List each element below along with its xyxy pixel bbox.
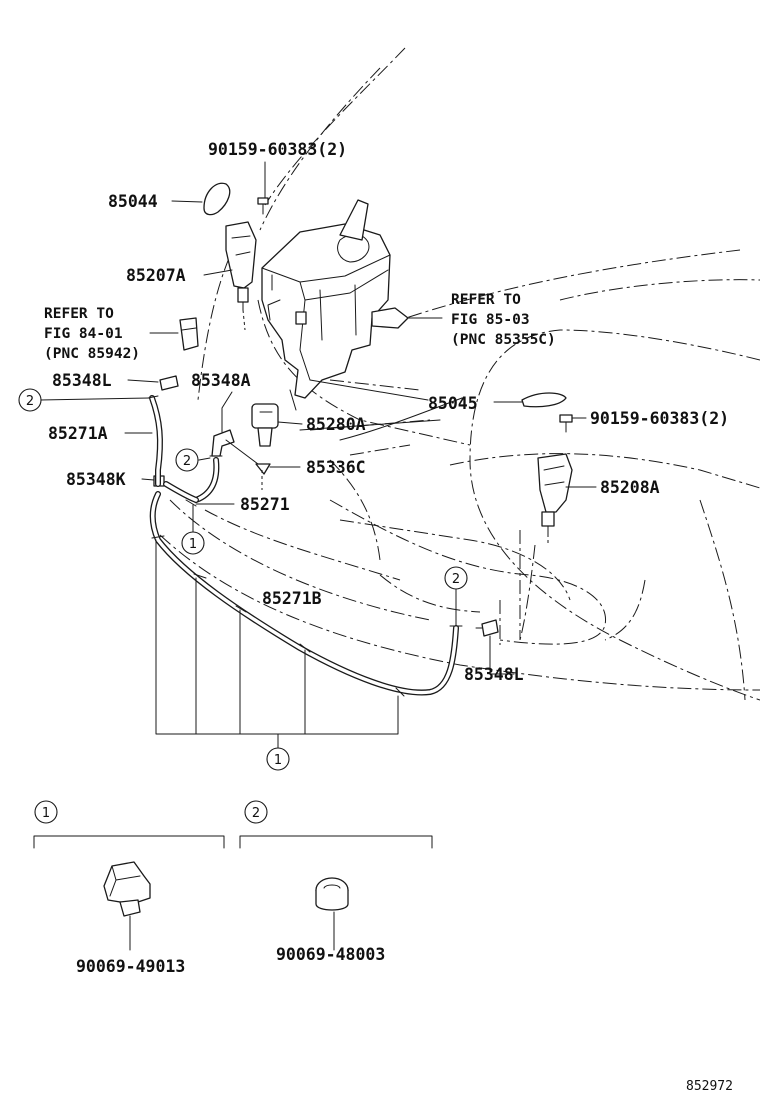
detail-legend-clip: 1 90069-49013: [33, 800, 225, 976]
screw-right: [559, 414, 573, 433]
clip-callout-bracket: [155, 504, 399, 749]
svg-text:2: 2: [26, 394, 34, 409]
label-90069-49013: 90069-49013: [76, 957, 185, 976]
connector-bracket: [179, 317, 199, 351]
label-refer1-line2: FIG 84-01: [44, 326, 123, 342]
headlamp-washer-cover-left: [203, 182, 231, 216]
washer-tank: [261, 199, 409, 411]
label-85044: 85044: [108, 192, 158, 211]
hose-clips: [147, 395, 463, 697]
label-85348K: 85348K: [66, 470, 126, 489]
label-85045: 85045: [428, 394, 478, 413]
callout-2-left: 2: [18, 388, 42, 412]
label-85336C: 85336C: [306, 458, 366, 477]
headlamp-washer-actuator-left: [225, 221, 257, 311]
figure-number: 852972: [686, 1079, 733, 1094]
callout-1-mid: 1: [181, 531, 205, 555]
label-refer2-line1: REFER TO: [451, 292, 521, 308]
label-85271A: 85271A: [48, 424, 108, 443]
label-refer2-line2: FIG 85-03: [451, 312, 530, 328]
joint-bottom-right: [475, 619, 499, 637]
leader-lines: [39, 161, 597, 675]
pump-grommet: [255, 463, 271, 475]
label-90069-48003: 90069-48003: [276, 945, 385, 964]
label-90159-right: 90159-60383(2): [590, 409, 729, 428]
legend-callout-2: 2: [252, 806, 260, 821]
screw-top: [257, 197, 269, 215]
svg-text:1: 1: [189, 537, 197, 552]
svg-text:2: 2: [183, 454, 191, 469]
part-labels: 90159-60383(2) 85044 85207A REFER TO FIG…: [44, 140, 729, 684]
svg-text:2: 2: [452, 572, 460, 587]
label-85280A: 85280A: [306, 415, 366, 434]
legend-callout-1: 1: [42, 806, 50, 821]
label-refer2-line3: (PNC 85355C): [451, 332, 556, 348]
label-85271: 85271: [240, 495, 290, 514]
label-85348L-bottom: 85348L: [464, 665, 524, 684]
svg-text:1: 1: [274, 753, 282, 768]
label-85207A: 85207A: [126, 266, 186, 285]
joint-top-left: [159, 375, 179, 391]
callout-markers: 2 2 1 2 1: [18, 388, 468, 771]
label-refer1-line1: REFER TO: [44, 306, 114, 322]
washer-pump: [251, 403, 279, 447]
label-85208A: 85208A: [600, 478, 660, 497]
callout-2-right: 2: [444, 566, 468, 590]
callout-2-mid: 2: [175, 448, 199, 472]
detail-legend-clamp: 2 90069-48003: [239, 800, 433, 964]
label-85348A: 85348A: [191, 371, 251, 390]
headlamp-washer-cover-right: [521, 392, 567, 408]
label-90159-top: 90159-60383(2): [208, 140, 347, 159]
label-85348L-top: 85348L: [52, 371, 112, 390]
label-85271B: 85271B: [262, 589, 322, 608]
label-refer1-line3: (PNC 85942): [44, 346, 140, 362]
callout-1-bottom: 1: [266, 747, 290, 771]
headlamp-washer-actuator-right: [537, 453, 573, 535]
